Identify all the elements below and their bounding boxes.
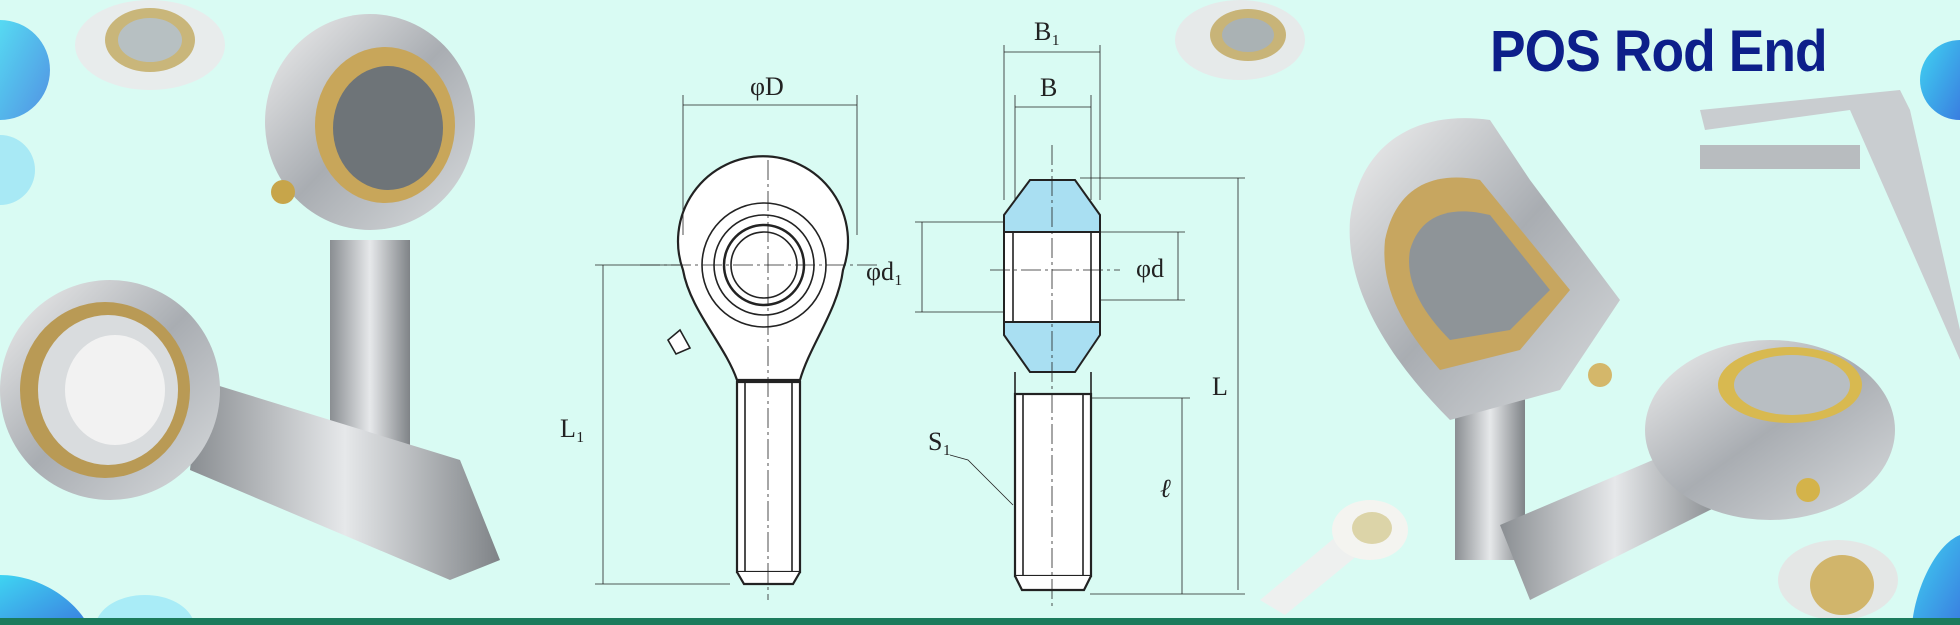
rod-end-cutaway-photo	[1349, 118, 1620, 560]
label-ring-width: B₁	[1034, 17, 1060, 46]
label-outer-diameter: φD	[750, 72, 784, 101]
rod-end-photo-small	[1260, 500, 1898, 620]
label-length-l1: L₁	[560, 414, 585, 443]
technical-drawing: φD B₁ B φd₁ φd L₁ L S₁ ℓ	[560, 17, 1245, 610]
side-view	[915, 45, 1245, 610]
footer-bar	[0, 618, 1960, 625]
label-thread-length: ℓ	[1160, 474, 1171, 503]
label-thread-size: S₁	[928, 427, 952, 456]
label-bore-diameter: φd	[1136, 254, 1164, 283]
label-inner-ring-diameter: φd₁	[866, 257, 903, 286]
decorative-bubbles	[0, 20, 1960, 625]
rod-end-photo-left	[0, 0, 500, 580]
label-ball-width: B	[1040, 73, 1057, 102]
rod-end-photo-top-center	[1175, 0, 1305, 80]
rod-end-photo-right	[1500, 340, 1895, 600]
label-total-length: L	[1212, 372, 1228, 401]
caliper-photo	[1700, 90, 1960, 360]
page-title: POS Rod End	[1490, 19, 1828, 84]
front-view	[595, 95, 880, 600]
